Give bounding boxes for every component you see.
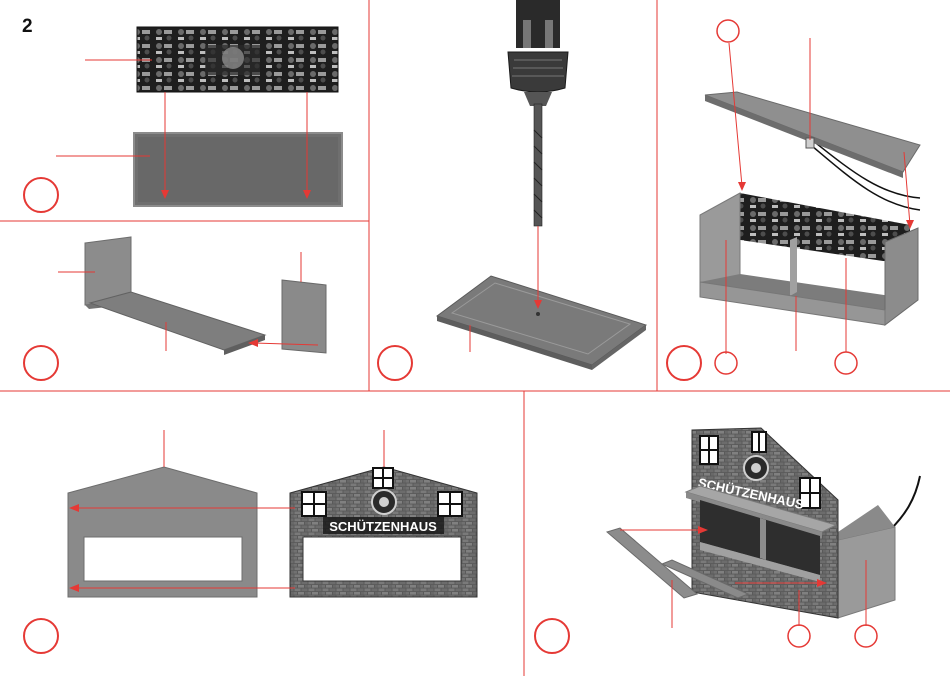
callout-circle xyxy=(788,625,810,647)
drill-bit xyxy=(534,104,542,226)
facade-sign-text: SCHÜTZENHAUS xyxy=(329,519,437,534)
panel-1-backdrop xyxy=(24,27,342,212)
side-wall-part xyxy=(282,280,326,353)
drill-collet xyxy=(508,52,568,92)
drill-chuck-top xyxy=(516,0,560,48)
callout-circle xyxy=(715,352,737,374)
callout-circle xyxy=(535,619,569,653)
booth-right-wall xyxy=(885,228,918,325)
panel-6-finished-booth: SCHÜTZENHAUS xyxy=(535,428,920,653)
panel-3-roof xyxy=(667,20,920,380)
callout-circle xyxy=(378,346,412,380)
cable xyxy=(890,476,920,530)
counter-strip-upper xyxy=(607,528,697,598)
callout-circle xyxy=(24,619,58,653)
callout-circle xyxy=(667,346,701,380)
floor-plate xyxy=(90,292,265,350)
callout-circle xyxy=(835,352,857,374)
panel-4-floor-assembly xyxy=(24,237,326,380)
callout-circle xyxy=(24,178,58,212)
panel-5-front-walls: SCHÜTZENHAUS xyxy=(24,430,477,653)
callout-circle xyxy=(717,20,739,42)
callout-circle xyxy=(855,625,877,647)
callout-circle xyxy=(24,346,58,380)
booth-divider xyxy=(790,237,797,296)
panel-2-drilling xyxy=(378,0,646,380)
step-number: 2 xyxy=(22,16,33,38)
